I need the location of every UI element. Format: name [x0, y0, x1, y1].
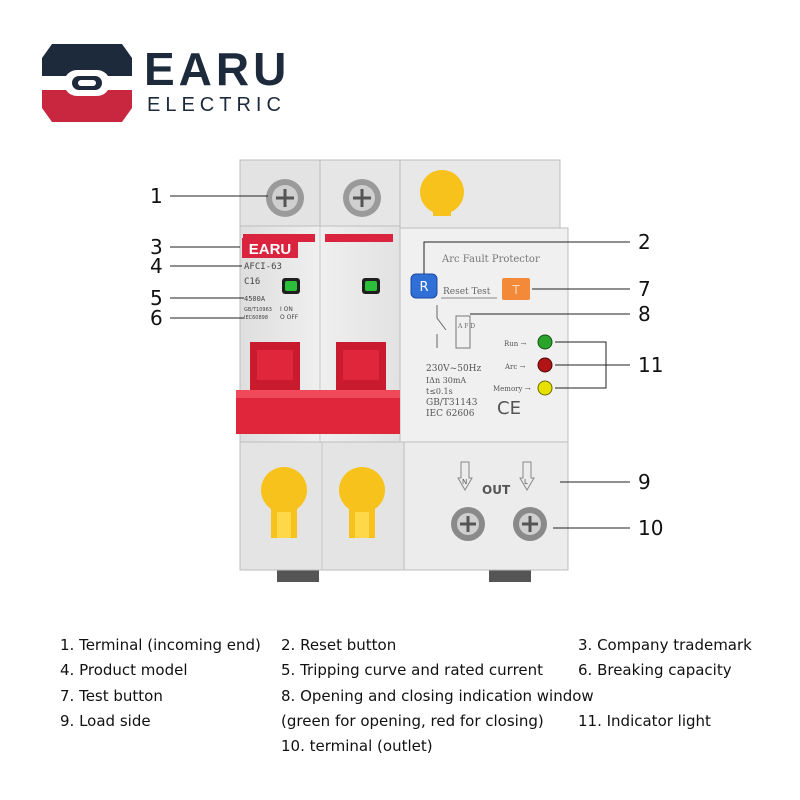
spec-standard-2: IEC 62606 — [426, 409, 475, 419]
outlet-terminal-cover-2 — [339, 467, 385, 538]
callout-5: 5 — [150, 286, 163, 310]
incoming-terminal-screw-2 — [343, 179, 381, 217]
indication-window-1 — [282, 278, 300, 294]
afd-symbol-text: A F D — [457, 323, 475, 330]
legend-item-8: 8. Opening and closing indication window — [281, 687, 594, 705]
callout-6: 6 — [150, 306, 163, 330]
outlet-terminal-screw-n — [451, 507, 485, 541]
mcb-off-label: O OFF — [280, 314, 299, 321]
incoming-terminal-screw-1 — [266, 179, 304, 217]
spec-voltage: 230V~50Hz — [426, 364, 482, 374]
memory-indicator-light — [537, 380, 553, 396]
mcb-on-label: I ON — [280, 306, 293, 313]
memory-label: Memory → — [493, 385, 531, 393]
mcb-model-text: AFCI-63 — [244, 262, 282, 272]
mcb-standard-1: GB/T10963 — [244, 307, 272, 313]
test-key-label: T — [511, 283, 520, 297]
legend-item-2: 2. Reset button — [281, 636, 397, 654]
breaker-handle[interactable] — [236, 342, 400, 434]
switch-symbol — [436, 305, 447, 348]
legend-item-7: 7. Test button — [60, 687, 163, 705]
indication-window-2 — [362, 278, 380, 294]
brand-name: EARU — [144, 43, 291, 95]
afd-top-terminal-cover — [420, 170, 464, 216]
mcb-brand-text: EARU — [249, 241, 292, 258]
arc-indicator-light — [537, 357, 553, 373]
callout-8: 8 — [638, 302, 651, 326]
outlet-terminal-cover-1 — [261, 467, 307, 538]
legend-item-6: 6. Breaking capacity — [578, 661, 732, 679]
mcb-brand-badge — [242, 238, 298, 258]
mcb-standard-2: IEC60898 — [244, 315, 268, 321]
callout-2: 2 — [638, 230, 651, 254]
reset-test-label: Reset Test — [443, 287, 491, 297]
spec-standard-1: GB/T31143 — [426, 398, 478, 408]
legend-item-4: 4. Product model — [60, 661, 188, 679]
ce-mark: CE — [497, 398, 521, 419]
legend-item-11: 11. Indicator light — [578, 712, 711, 730]
brand-subtitle: ELECTRIC — [147, 94, 286, 116]
arc-label: Arc → — [504, 363, 526, 371]
callout-4: 4 — [150, 254, 163, 278]
earu-logo — [42, 44, 132, 122]
callout-10: 10 — [638, 516, 664, 540]
callout-leader-lines — [170, 195, 630, 529]
spec-time: t≤0.1s — [426, 387, 453, 396]
mcb-capacity-text: 4500A — [244, 295, 266, 303]
callout-1: 1 — [150, 184, 163, 208]
afd-symbol — [455, 315, 471, 349]
legend-item-1: 1. Terminal (incoming end) — [60, 636, 261, 654]
spec-current: IΔn 30mA — [426, 376, 466, 385]
callout-11: 11 — [638, 353, 664, 377]
reset-button[interactable]: R — [410, 273, 438, 299]
callout-7: 7 — [638, 277, 651, 301]
outlet-terminal-screw-l — [513, 507, 547, 541]
mcb-rating-text: C16 — [244, 277, 260, 287]
afd-header: Arc Fault Protector — [441, 254, 540, 265]
legend-item-8-note: (green for opening, red for closing) — [281, 712, 544, 730]
reset-key-label: R — [419, 280, 428, 295]
legend-item-9: 9. Load side — [60, 712, 151, 730]
legend-item-10: 10. terminal (outlet) — [281, 737, 433, 755]
legend-item-5: 5. Tripping curve and rated current — [281, 661, 544, 679]
run-label: Run → — [504, 340, 527, 348]
callout-3: 3 — [150, 235, 163, 259]
callout-9: 9 — [638, 470, 651, 494]
test-button[interactable]: T — [502, 278, 530, 300]
run-indicator-light — [537, 334, 553, 350]
out-label: OUT — [482, 483, 511, 497]
legend-item-3: 3. Company trademark — [578, 636, 752, 654]
neutral-label: N — [462, 478, 467, 486]
line-label: L — [524, 478, 528, 486]
